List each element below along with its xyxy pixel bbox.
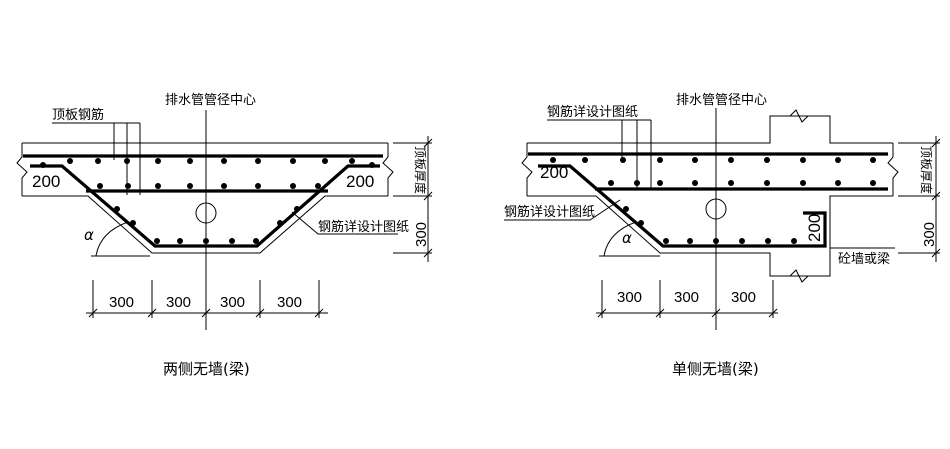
left-lap-200-right: 200 — [346, 172, 374, 191]
right-break-mark-right — [887, 143, 899, 196]
right-slab-top-outline — [527, 115, 893, 144]
left-dim-3: 300 — [220, 294, 245, 311]
left-vertical-dim-ticks — [423, 138, 433, 258]
right-rebar-detail-left-leader — [504, 199, 621, 221]
right-depth-300: 300 — [921, 222, 938, 247]
left-bottom-dimension — [86, 280, 328, 318]
right-dim-2: 300 — [674, 289, 699, 306]
right-break-mark-left — [521, 143, 533, 196]
left-rebar-dots — [40, 158, 375, 244]
left-dim-4: 300 — [277, 294, 302, 311]
right-rebar-detail-top-label: 钢筋详设计图纸 — [547, 104, 638, 120]
right-trough-rebar — [538, 164, 827, 248]
left-depth-300: 300 — [413, 222, 430, 247]
left-lap-200-left: 200 — [32, 172, 60, 191]
right-dim-3: 300 — [731, 289, 756, 306]
left-top-rebar-leader — [52, 122, 141, 195]
left-rebar-detail-label: 钢筋详设计图纸 — [318, 219, 409, 235]
right-break-bottom — [789, 269, 809, 283]
right-dim-1: 300 — [617, 289, 642, 306]
right-rebar-detail-left-label: 钢筋详设计图纸 — [504, 204, 595, 220]
right-lap-200-wall: 200 — [805, 214, 824, 242]
left-vertical-dimension — [393, 136, 432, 262]
right-vertical-dimension — [898, 136, 940, 262]
left-caption: 两侧无墙(梁) — [163, 360, 250, 378]
left-angle-label: α — [84, 226, 94, 244]
right-slab-thickness-label: 顶板厚度 — [919, 146, 934, 194]
left-rebar-detail-leader — [291, 211, 398, 235]
right-wall-label: 砼墙或梁 — [838, 252, 890, 267]
right-lap-200-left: 200 — [540, 163, 568, 182]
right-bottom-dimension — [596, 280, 778, 318]
left-break-mark — [16, 143, 28, 196]
left-break-mark-right — [382, 143, 394, 196]
right-break-top — [789, 109, 809, 123]
right-slab-bottom-outline — [527, 195, 893, 277]
right-angle-label: α — [622, 229, 632, 247]
left-slab-thickness-label: 顶板厚度 — [413, 146, 428, 194]
right-vertical-dim-ticks — [931, 138, 941, 258]
right-caption: 单侧无墙(梁) — [672, 360, 759, 378]
left-dim-1: 300 — [109, 294, 134, 311]
right-detail: 排水管管径中心 钢筋详设计图纸 钢筋详设计图纸 200 200 砼墙或梁 α 顶… — [504, 93, 941, 378]
right-angle-arc — [603, 221, 637, 257]
right-rebar-dots — [550, 157, 876, 244]
right-bottom-dim-ticks — [597, 308, 778, 318]
left-detail: 顶板钢筋 排水管管径中心 钢筋详设计图纸 200 200 α 顶板厚度 300 … — [16, 93, 433, 378]
left-slab-outline — [22, 142, 388, 254]
left-angle-arc — [95, 221, 129, 257]
left-dim-2: 300 — [166, 294, 191, 311]
left-pipe-center-label: 排水管管径中心 — [165, 93, 256, 108]
right-pipe-center-label: 排水管管径中心 — [676, 93, 767, 108]
right-rebar-detail-top-leader — [547, 119, 652, 188]
left-bottom-dim-ticks — [88, 308, 324, 318]
left-top-rebar-label: 顶板钢筋 — [52, 107, 104, 123]
